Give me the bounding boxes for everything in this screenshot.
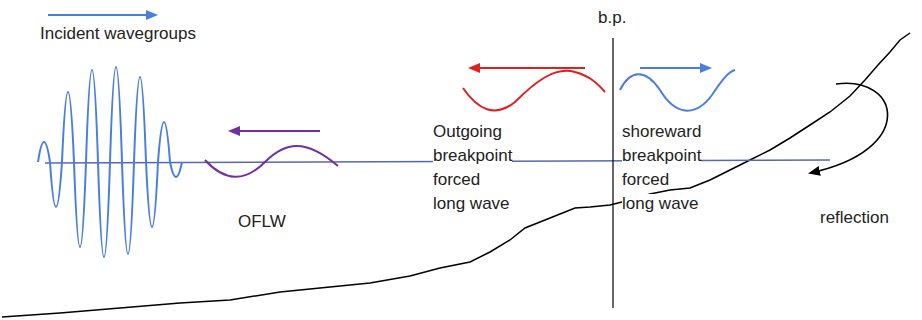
breakpoint-line	[612, 38, 613, 308]
wave-label-box: shoreward breakpoint forced long wave	[622, 120, 704, 216]
breakpoint-label: b.p.	[598, 8, 626, 27]
direction-arrow	[48, 14, 148, 16]
wave-label: OFLW	[238, 212, 286, 231]
wave-label: Incident wavegroups	[40, 24, 196, 43]
direction-arrow	[238, 130, 320, 132]
long-wave	[620, 70, 735, 111]
wave-label: Outgoing breakpoint forced long wave	[433, 122, 512, 213]
process-label: reflection	[820, 208, 889, 227]
long-wave	[463, 71, 605, 111]
wave-label-box: Outgoing breakpoint forced long wave	[433, 120, 515, 216]
bed-profile	[2, 33, 910, 317]
wave-label-box: Incident wavegroups	[40, 22, 196, 46]
direction-arrow	[640, 67, 702, 69]
reflection-arrow	[810, 83, 888, 173]
arrow-head	[700, 63, 712, 73]
process-label-box: reflection	[820, 206, 889, 230]
direction-arrow	[478, 67, 585, 69]
wave-label-box: OFLW	[238, 210, 286, 234]
long-wave	[205, 146, 338, 177]
wave-label: shoreward breakpoint forced long wave	[622, 122, 701, 213]
arrow-head	[146, 10, 158, 20]
breakpoint-label-box: b.p.	[598, 6, 626, 30]
arrow-head	[468, 63, 480, 73]
arrow-head	[228, 126, 240, 136]
wave-group	[38, 67, 182, 257]
